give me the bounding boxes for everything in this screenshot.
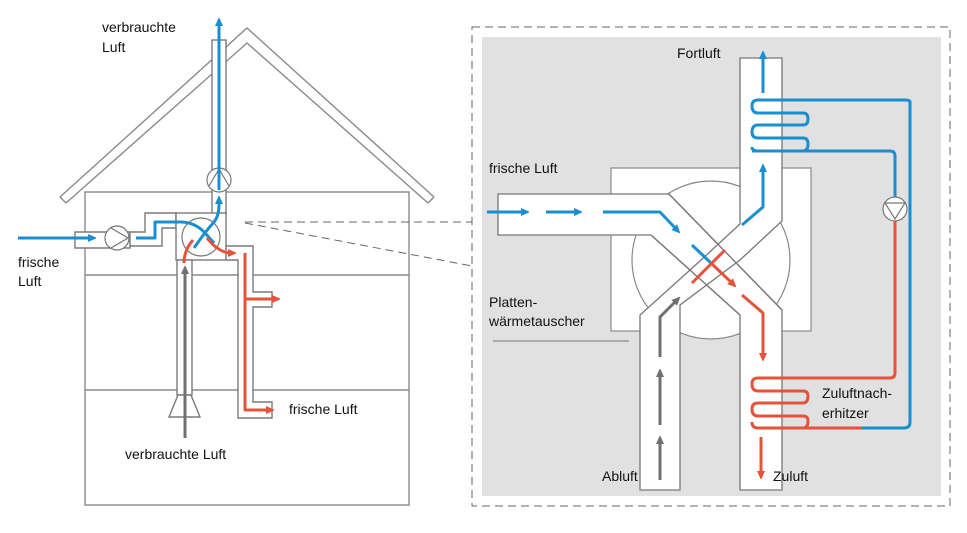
circulation-pump: [882, 196, 908, 222]
supply-duct: [225, 245, 273, 419]
label-zuluft: Zuluft: [773, 468, 808, 484]
label-fresh-in-2: Luft: [18, 273, 41, 289]
label-exhaust-in: verbrauchte Luft: [125, 446, 226, 462]
warm-air-path: [182, 237, 232, 264]
abluft-flow-diagonal: [658, 300, 677, 357]
label-reheater-1: Zuluftnach-: [822, 385, 892, 401]
warm-flow-down: [741, 293, 763, 357]
roof-inner: [65, 42, 429, 204]
fresh-flow-into-exchanger: [603, 210, 677, 230]
label-exchanger-2: wärmetauscher: [488, 313, 585, 329]
house: verbrauchte Luft frische Luft frische Lu…: [18, 19, 435, 506]
warm-flow-diagonal: [710, 262, 733, 284]
label-fresh-out: frische Luft: [289, 401, 358, 417]
label-exchanger-1: Platten-: [489, 294, 538, 310]
label-frische-luft: frische Luft: [489, 160, 558, 176]
detail-panel: Fortluft frische Luft Platten- wärmetaus…: [471, 26, 951, 507]
supply-path: [243, 253, 270, 410]
label-fresh-in-1: frische: [18, 254, 59, 270]
exhaust-path: [192, 200, 219, 249]
intake-stair-duct: [129, 212, 177, 247]
heat-recovery-coil: [750, 98, 912, 230]
pump-symbol-intake: [104, 225, 130, 251]
roof-outer: [59, 27, 435, 198]
reheater-coil: [750, 221, 897, 430]
label-exhaust-top-2: Luft: [102, 39, 125, 55]
house-body: [84, 191, 410, 506]
exhaust-air-duct: [639, 57, 783, 491]
label-fortluft: Fortluft: [677, 45, 721, 61]
label-abluft: Abluft: [602, 468, 638, 484]
label-reheater-2: erhitzer: [822, 405, 869, 421]
label-exhaust-top-1: verbrauchte: [102, 19, 176, 35]
detail-frame: [471, 26, 951, 507]
zoom-connector-bottom: [244, 222, 473, 267]
